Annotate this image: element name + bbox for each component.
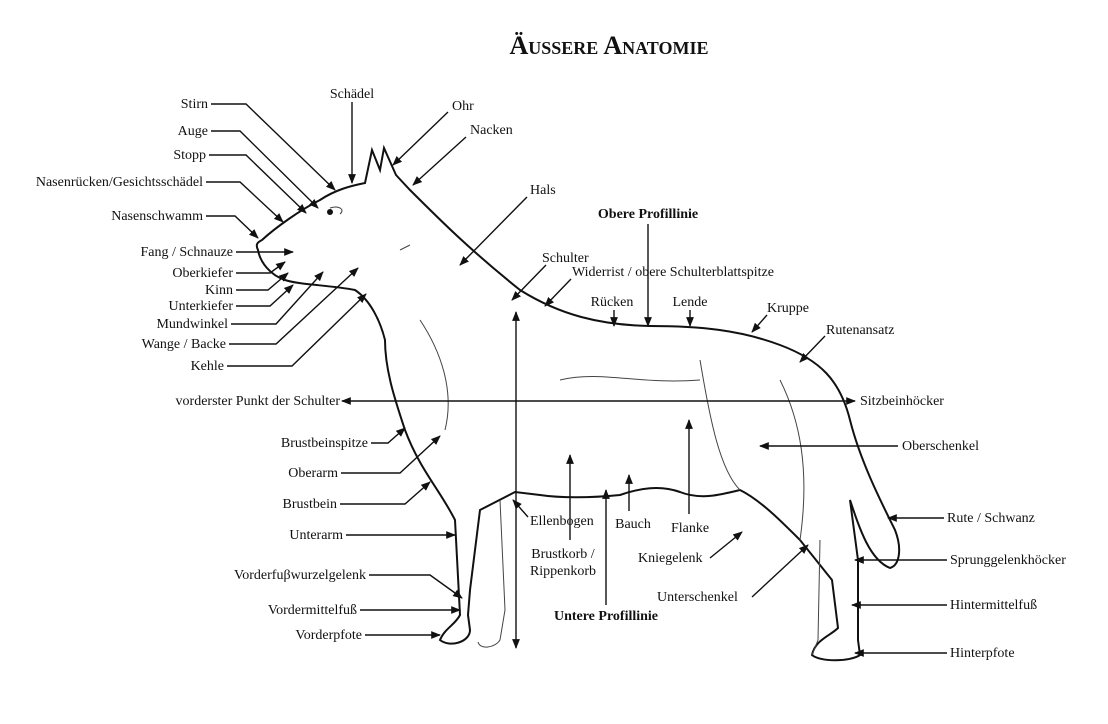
label-vordermittelfuss: Vordermittelfuß [268,603,357,618]
label-brustkorb-line1: Brustkorb / [531,547,595,562]
label-nasenschwamm: Nasenschwamm [111,209,203,224]
label-vorderfusswurzelgelenk: Vorderfuβwurzelgelenk [234,568,366,583]
label-oberschenkel: Oberschenkel [902,439,979,454]
label-wange: Wange / Backe [142,337,226,352]
label-ellenbogen: Ellenbogen [530,514,594,529]
label-nacken: Nacken [470,123,513,138]
label-nasenruecken: Nasenrücken/Gesichtsschädel [36,175,203,190]
label-unterkiefer: Unterkiefer [168,299,233,314]
label-vorderster-punkt: vorderster Punkt der Schulter [176,394,341,409]
label-rute: Rute / Schwanz [947,511,1035,526]
label-brustbein: Brustbein [283,497,337,512]
label-ruecken: Rücken [591,295,634,310]
label-brustkorb-line2: Rippenkorb [530,564,596,579]
label-oberkiefer: Oberkiefer [172,266,233,281]
label-schulter: Schulter [542,251,589,266]
label-hintermittelfuss: Hintermittelfuß [950,598,1037,613]
label-auge: Auge [178,124,208,139]
label-sitzbeinhoecker: Sitzbeinhöcker [860,394,944,409]
label-unterschenkel: Unterschenkel [657,590,738,605]
label-widerrist: Widerrist / obere Schulterblattspitze [572,265,774,280]
label-kruppe: Kruppe [767,301,809,316]
label-obere-profillinie: Obere Profillinie [598,207,698,222]
leader-lines [206,102,947,657]
label-ohr: Ohr [452,99,474,114]
label-lende: Lende [673,295,708,310]
label-kniegelenk: Kniegelenk [638,551,703,566]
label-kehle: Kehle [191,359,224,374]
label-sprunggelenkhoecker: Sprunggelenkhöcker [950,553,1066,568]
label-flanke: Flanke [671,521,709,536]
label-hals: Hals [530,183,556,198]
label-oberarm: Oberarm [288,466,338,481]
dog-illustration [255,144,901,662]
label-schaedel: Schädel [330,87,374,102]
label-unterarm: Unterarm [289,528,343,543]
label-stopp: Stopp [173,148,206,163]
anatomy-labels: Stirn Auge Stopp Nasenrücken/Gesichtssch… [36,87,1066,661]
label-fang: Fang / Schnauze [140,245,233,260]
label-untere-profillinie: Untere Profillinie [554,609,658,624]
label-rutenansatz: Rutenansatz [826,323,894,338]
label-hinterpfote: Hinterpfote [950,646,1015,661]
label-bauch: Bauch [615,517,651,532]
label-stirn: Stirn [181,97,208,112]
label-kinn: Kinn [205,283,233,298]
label-vorderpfote: Vorderpfote [295,628,362,643]
diagram-title: Äußere Anatomie [510,31,709,60]
label-brustbeinspitze: Brustbeinspitze [281,436,368,451]
label-mundwinkel: Mundwinkel [156,317,228,332]
